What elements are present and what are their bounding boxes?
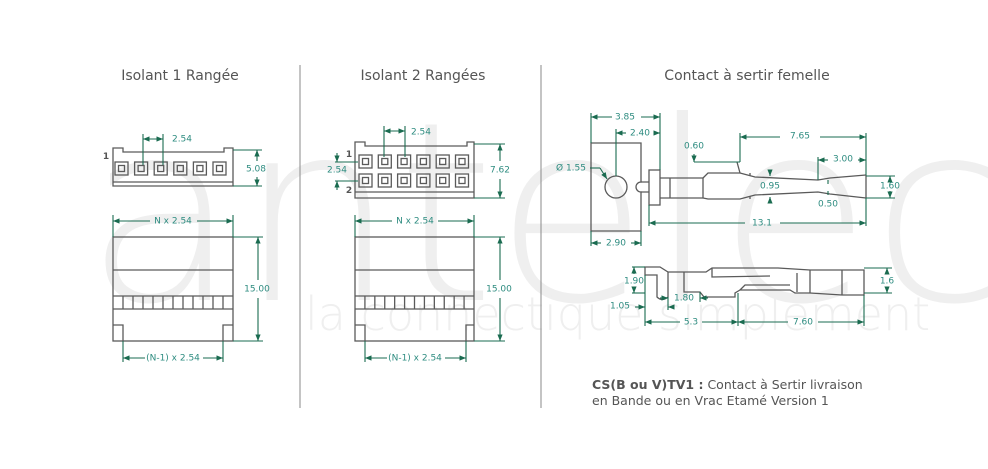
contact-cavity [454,173,470,188]
dim-width: N x 2.54 [154,217,192,227]
dim-0-60: 0.60 [684,142,704,152]
dim-height: 5.08 [246,165,266,175]
contact-note-line-1: CS(B ou V)TV1 : Contact à Sertir livrais… [592,377,863,392]
contact-cavity [173,161,188,176]
contact-cavity [396,154,412,169]
contact-cavity [192,161,208,176]
insulator-two-rows-top-view: 2.54 2.54 1 2 7.62 [327,126,510,199]
contact-cavity [377,154,392,169]
contact-cavity [396,173,412,188]
contact-cavity [377,173,392,188]
contact-cavity [454,154,470,169]
dim-0-50: 0.50 [818,200,838,210]
dim-hole-diameter: Ø 1.55 [556,163,586,174]
contact-cavity [358,154,373,169]
dim-1-90: 1.90 [624,277,644,287]
dim-pitch: 2.54 [172,135,192,145]
dim-length: 15.00 [244,285,270,295]
contact-cavity [212,161,227,176]
contact-top-dimensions: 3.85 2.40 Ø 1.55 2.90 7.65 0.60 3.00 0.9… [556,113,900,249]
contact-cavity [435,173,450,188]
title-two-rows: Isolant 2 Rangées [361,68,486,84]
contact-cavity [133,161,149,176]
dim-row-pitch: 2.54 [327,166,347,176]
contact-cavity [114,161,129,176]
pin-1-label: 1 [346,150,352,160]
dim-1-6: 1.6 [880,277,895,287]
dim-span: (N-1) x 2.54 [146,354,200,364]
insulator-two-rows-side-view: N x 2.54 15.00 (N-1) x 2.54 [354,215,512,364]
insulator-one-row-side-view: N x 2.54 15.00 (N-1) x 2.54 [112,215,270,364]
dim-13-1: 13.1 [752,219,772,229]
dim-width: N x 2.54 [396,217,434,227]
dim-span: (N-1) x 2.54 [388,354,442,364]
dim-7-65: 7.65 [790,132,810,142]
pin-1-label: 1 [103,152,109,162]
dim-7-60: 7.60 [793,318,813,328]
dim-pitch: 2.54 [411,128,431,138]
title-one-row: Isolant 1 Rangée [121,68,239,84]
dim-length: 15.00 [486,285,512,295]
contact-cavity [435,154,450,169]
contact-cavity [153,161,168,176]
dim-height: 7.62 [490,166,510,176]
dim-0-95: 0.95 [760,182,780,192]
dim-3-00: 3.00 [833,155,853,165]
dim-5-3: 5.3 [684,318,698,328]
contact-note-line-2: en Bande ou en Vrac Etamé Version 1 [592,393,829,408]
dim-1-60: 1.60 [880,182,900,192]
contact-top-view [590,142,867,232]
title-contact: Contact à sertir femelle [664,68,829,84]
note-text: Contact à Sertir livraison [703,377,862,392]
watermark: antelec la connectique simplement [85,68,988,359]
contact-cavity [358,173,373,188]
contact-side-dimensions: 1.90 1.6 1.80 1.05 5.3 7.60 [610,266,895,328]
contact-cavity [416,154,431,169]
dim-2-90: 2.90 [606,239,626,249]
watermark-brand: antelec [85,68,988,359]
dim-2-40: 2.40 [630,129,650,139]
dim-1-05: 1.05 [610,302,630,312]
insulator-one-row-top-view: 2.54 1 5.08 [103,134,266,187]
dim-3-85: 3.85 [615,113,635,123]
note-code: CS(B ou V)TV1 : [592,377,703,392]
dim-1-80: 1.80 [674,294,694,304]
contact-cavity [416,173,431,188]
pin-2-label: 2 [346,186,352,196]
